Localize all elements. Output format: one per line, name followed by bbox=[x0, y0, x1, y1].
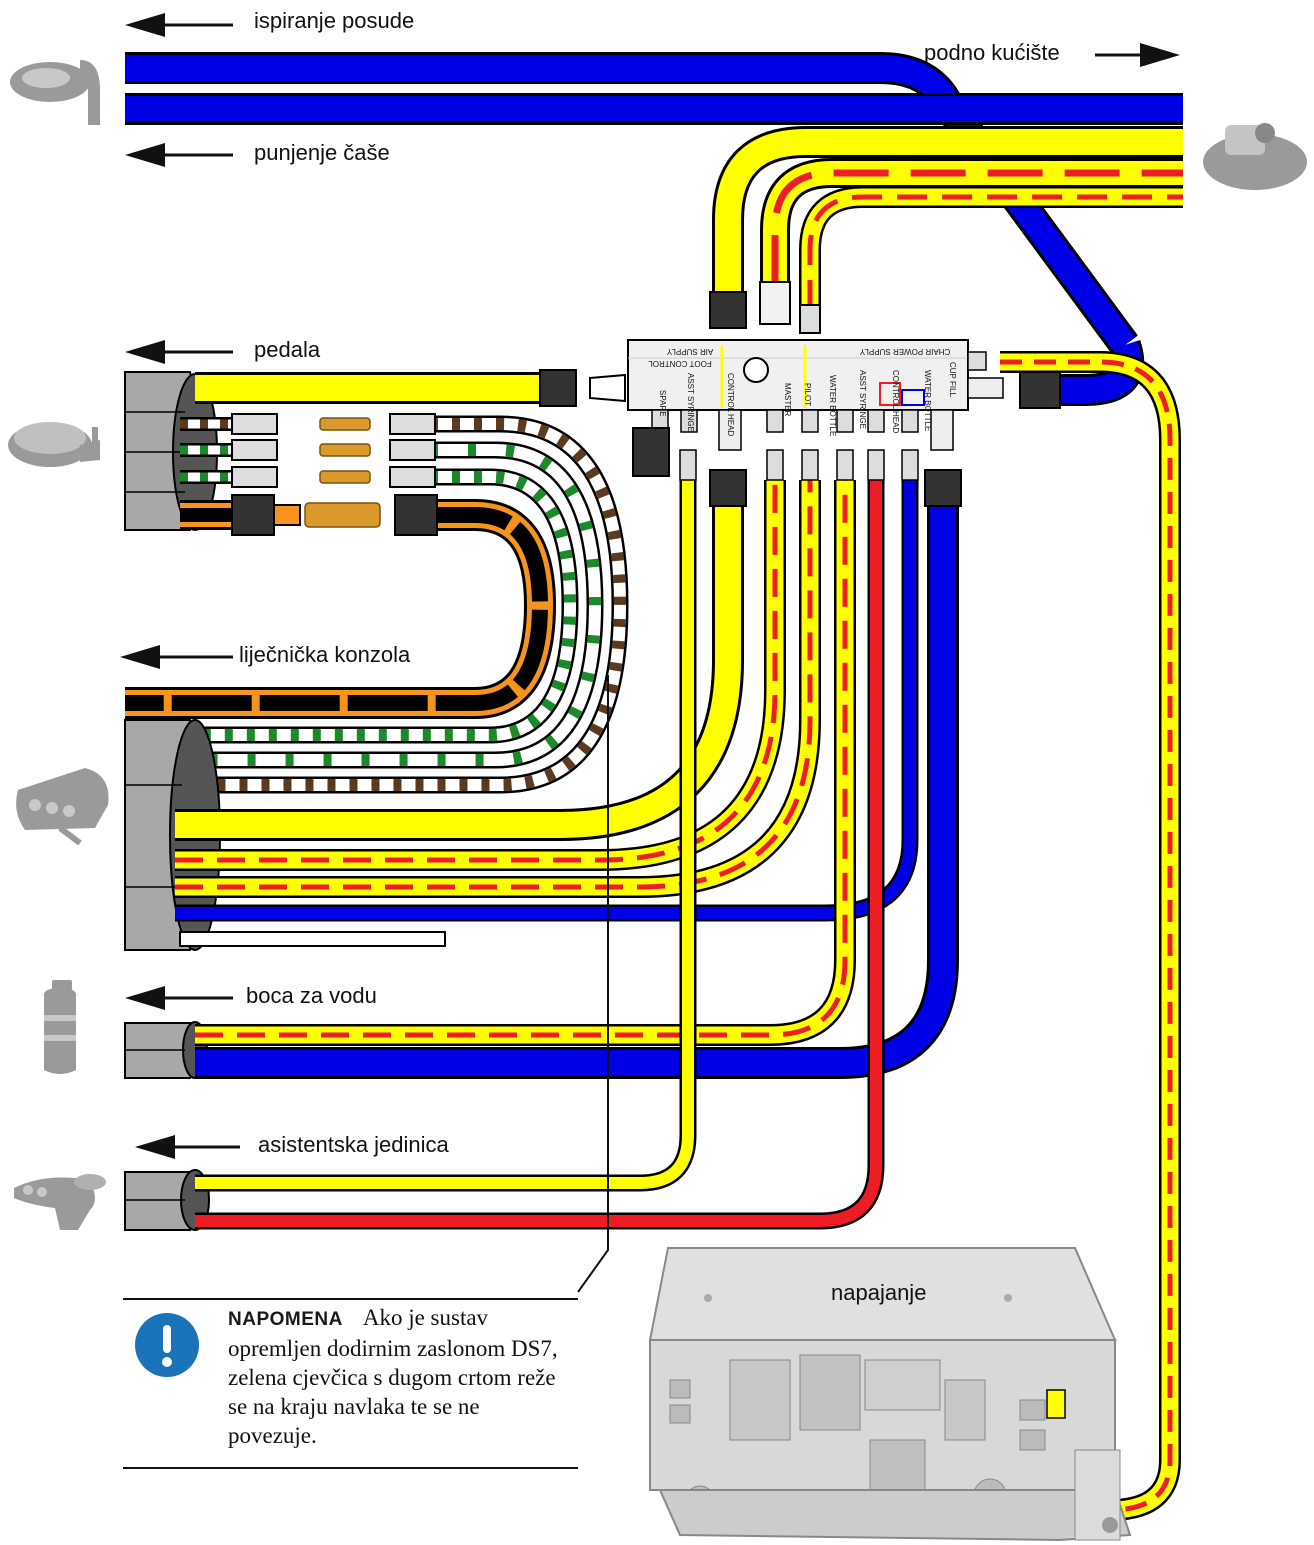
connector bbox=[709, 469, 747, 507]
label-foot-pedal: pedala bbox=[254, 337, 321, 362]
label-cup-fill: punjenje čaše bbox=[254, 140, 390, 165]
arrow-left-icon bbox=[125, 143, 233, 167]
foot-pedal-icon bbox=[8, 422, 100, 467]
note-icon bbox=[135, 1313, 199, 1377]
arrow-left-icon bbox=[120, 645, 233, 669]
water-bottle-icon bbox=[44, 980, 76, 1074]
manifold-port-spare: SPARE bbox=[658, 390, 667, 417]
manifold-label-foot-control: FOOT CONTROL bbox=[648, 359, 712, 368]
label-assistant-unit: asistentska jedinica bbox=[258, 1132, 449, 1157]
yellow-red-tube-top-2 bbox=[799, 186, 1183, 310]
manifold-port-cup-fill: CUP FILL bbox=[948, 362, 957, 398]
floor-box-icon bbox=[1203, 123, 1307, 190]
assistant-yellow-tube bbox=[195, 480, 697, 1192]
label-bowl-rinse: ispiranje posude bbox=[254, 8, 415, 33]
yellow-tube-top bbox=[712, 126, 1183, 300]
note-heading: NAPOMENA bbox=[228, 1309, 343, 1330]
water-bottle-blue-tube bbox=[195, 480, 959, 1079]
manifold-label-chair-power: CHAIR POWER SUPPLY bbox=[859, 347, 950, 356]
connector bbox=[589, 373, 626, 403]
cuspidor-icon bbox=[10, 60, 100, 125]
brass-couplings bbox=[304, 417, 381, 528]
pedal-small-tubes bbox=[180, 413, 301, 536]
doctor-console-icon bbox=[16, 768, 109, 846]
manifold-port-control-head: CONTROL HEAD bbox=[726, 373, 735, 436]
water-bottle-yellow-red-tube bbox=[195, 480, 856, 1046]
u-fittings bbox=[389, 413, 438, 536]
connector bbox=[539, 369, 577, 407]
manifold-port-pilot: PILOT bbox=[803, 383, 812, 406]
manifold-port-asst-syringe: ASST SYRINGE bbox=[686, 373, 695, 432]
note-body: Ako je sustav opremljen dodirnim zaslono… bbox=[228, 1305, 558, 1448]
note-leader-line bbox=[577, 675, 609, 1293]
connector bbox=[799, 304, 821, 334]
manifold-lower-fittings bbox=[679, 449, 919, 481]
connector bbox=[924, 469, 962, 507]
manifold-port-water-bottle: WATER BOTTLE bbox=[828, 375, 837, 436]
note-bottom-rule bbox=[123, 1467, 578, 1469]
power-supply-icon bbox=[648, 1247, 1132, 1542]
connector bbox=[632, 427, 670, 477]
label-floor-box: podno kućište bbox=[924, 40, 1060, 65]
label-water-bottle: boca za vodu bbox=[246, 983, 377, 1008]
assistant-unit-icon bbox=[14, 1174, 106, 1230]
yellow-red-tube-top-1 bbox=[760, 158, 1183, 290]
label-doctor-console: liječnička konzola bbox=[239, 642, 411, 667]
connector bbox=[759, 281, 791, 325]
connector bbox=[1019, 371, 1061, 409]
water-bottle-sheath bbox=[124, 1021, 208, 1079]
label-power-supply: napajanje bbox=[831, 1280, 927, 1305]
arrow-left-icon bbox=[125, 13, 233, 37]
connector bbox=[709, 291, 747, 329]
assistant-red-tube bbox=[195, 470, 885, 1230]
arrow-left-icon bbox=[125, 340, 233, 364]
arrow-left-icon bbox=[125, 986, 233, 1010]
doctor-console-white-tube bbox=[179, 931, 446, 947]
power-supply-connector bbox=[1046, 1389, 1066, 1419]
doctor-console-master-tube bbox=[175, 480, 786, 871]
manifold-port-water-bottle-2: WATER BOTTLE bbox=[923, 370, 932, 431]
manifold-port-master: MASTER bbox=[783, 383, 792, 417]
note-top-rule bbox=[123, 1298, 578, 1300]
doctor-console-pilot-tube bbox=[175, 480, 821, 898]
manifold bbox=[627, 339, 1004, 451]
manifold-label-air-supply: AIR SUPPLY bbox=[666, 347, 713, 356]
arrow-right-icon bbox=[1095, 43, 1180, 67]
manifold-port-control-head-2: CONTROL HEAD bbox=[891, 370, 900, 433]
manifold-port-asst-syringe-2: ASST SYRINGE bbox=[858, 370, 867, 429]
arrow-left-icon bbox=[135, 1135, 240, 1159]
doctor-console-u-tubes bbox=[125, 415, 629, 794]
